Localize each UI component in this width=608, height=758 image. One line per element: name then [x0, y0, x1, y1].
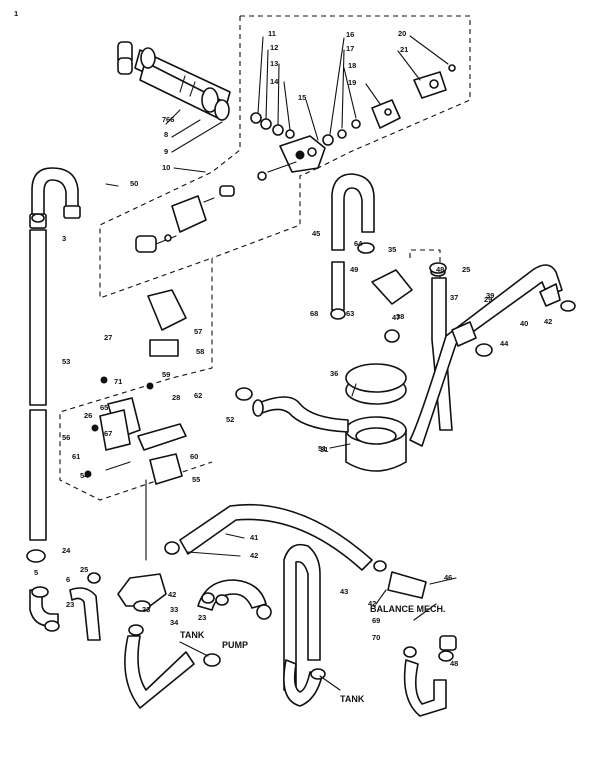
upper-right-hoses [331, 173, 563, 447]
callout: 19 [348, 78, 356, 87]
tank-label: TANK [180, 630, 205, 640]
pump-label: PUMP [222, 640, 248, 650]
callout: 21 [400, 45, 408, 54]
callout: 59 [162, 370, 170, 379]
callout: 65 [100, 403, 108, 412]
tank-label: TANK [340, 694, 365, 704]
callout: 57 [194, 327, 202, 336]
callout: 45 [312, 229, 320, 238]
callout: 71 [114, 377, 122, 386]
callout: 27 [104, 333, 112, 342]
callout: 33 [170, 605, 178, 614]
callout: 18 [348, 61, 356, 70]
assembly-outlines [59, 15, 471, 501]
callout: 52 [226, 415, 234, 424]
valve-assembly [117, 41, 456, 203]
word-labels: BALANCE MECH. TANK PUMP TANK [180, 604, 446, 704]
callout: 43 [340, 587, 348, 596]
callout: 44 [500, 339, 509, 348]
left-hose [29, 167, 81, 541]
callout: 66 [166, 115, 174, 124]
callout: 41 [250, 533, 258, 542]
balance-mech-label: BALANCE MECH. [370, 604, 446, 614]
callout: 42 [250, 551, 258, 560]
callout: 70 [372, 633, 380, 642]
callout: 48 [450, 659, 458, 668]
callout: 28 [172, 393, 180, 402]
callout: 62 [194, 391, 202, 400]
callout: 25 [462, 265, 470, 274]
callout: 35 [388, 245, 396, 254]
callout: 46 [444, 573, 452, 582]
callout: 53 [62, 357, 70, 366]
tub-ring [252, 363, 407, 472]
callout: 16 [346, 30, 354, 39]
callout: 42 [544, 317, 552, 326]
callout: 33 [142, 605, 150, 614]
callout: 58 [196, 347, 204, 356]
callout: 31 [320, 445, 328, 454]
callout: 14 [270, 77, 279, 86]
callout: 40 [520, 319, 528, 328]
hose-clamps [26, 213, 576, 680]
valve-bracket [135, 195, 207, 253]
callout: 26 [84, 411, 92, 420]
callout: 42 [368, 599, 376, 608]
callout: 68 [310, 309, 318, 318]
callout: 15 [298, 93, 306, 102]
callout: 55 [192, 475, 200, 484]
callout: 23 [198, 613, 206, 622]
callout-numbers: 1 3 5 6 7 8 9 10 11 12 13 14 15 16 17 18… [14, 9, 552, 668]
callout: 64 [354, 239, 363, 248]
callout: 36 [330, 369, 338, 378]
callout: 54 [80, 471, 89, 480]
callout: 34 [170, 618, 179, 627]
callout: 29 [484, 295, 492, 304]
callout: 24 [62, 546, 71, 555]
callout: 9 [164, 147, 168, 156]
callout: 17 [346, 44, 354, 53]
callout: 61 [72, 452, 80, 461]
callout: 10 [162, 163, 170, 172]
callout: 13 [270, 59, 278, 68]
callout: 20 [398, 29, 406, 38]
callout: 7 [162, 115, 166, 124]
callout: 51 [318, 444, 326, 453]
callout: 12 [270, 43, 278, 52]
lower-hoses [29, 503, 457, 717]
callout: 11 [268, 29, 276, 38]
callout: 8 [164, 130, 168, 139]
callout: 37 [450, 293, 458, 302]
callout: 39 [486, 291, 494, 300]
callout: 25 [80, 565, 88, 574]
dispenser-parts [84, 289, 187, 485]
callout: 67 [104, 429, 112, 438]
callout: 23 [66, 600, 74, 609]
callout: 42 [168, 590, 176, 599]
callout: 49 [350, 265, 358, 274]
callout: 5 [34, 568, 38, 577]
callout: 48 [436, 265, 444, 274]
callout: 47 [392, 313, 400, 322]
callout: 60 [190, 452, 198, 461]
callout: 69 [372, 616, 380, 625]
callout: 38 [396, 312, 404, 321]
callout: 6 [66, 575, 70, 584]
callout: 3 [62, 234, 66, 243]
leader-lines [105, 35, 457, 691]
callout: 56 [62, 433, 70, 442]
callout: 50 [130, 179, 138, 188]
callout: 1 [14, 9, 18, 18]
callout: 63 [346, 309, 354, 318]
